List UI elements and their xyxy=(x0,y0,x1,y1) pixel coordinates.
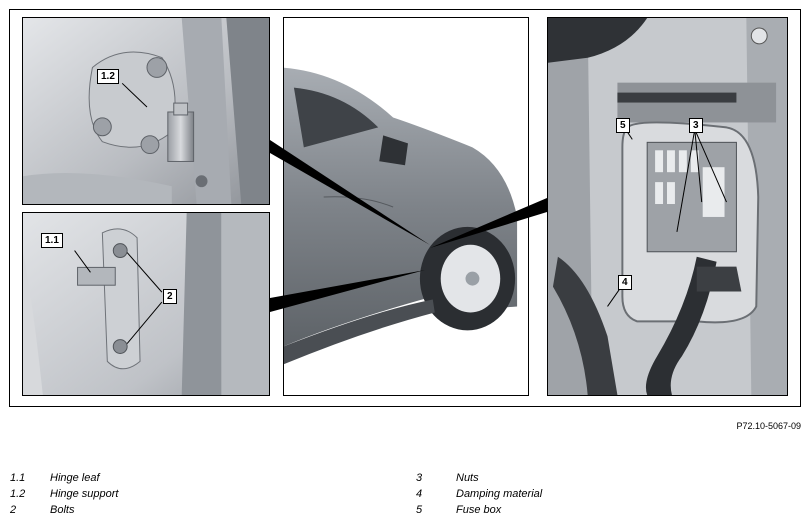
vehicle-overview xyxy=(283,17,529,396)
hinge-leaf-detail xyxy=(22,212,270,396)
callout-hinge-leaf: 1.1 xyxy=(41,233,63,248)
callout-fuse-box: 5 xyxy=(616,118,630,133)
hinge-support-detail xyxy=(22,17,270,205)
callout-nuts: 3 xyxy=(689,118,703,133)
callout-bolts: 2 xyxy=(163,289,177,304)
callout-damping-material: 4 xyxy=(618,275,632,290)
callout-hinge-support: 1.2 xyxy=(97,69,119,84)
figure-reference: P72.10-5067-09 xyxy=(736,421,801,431)
fuse-box-detail xyxy=(547,17,788,396)
